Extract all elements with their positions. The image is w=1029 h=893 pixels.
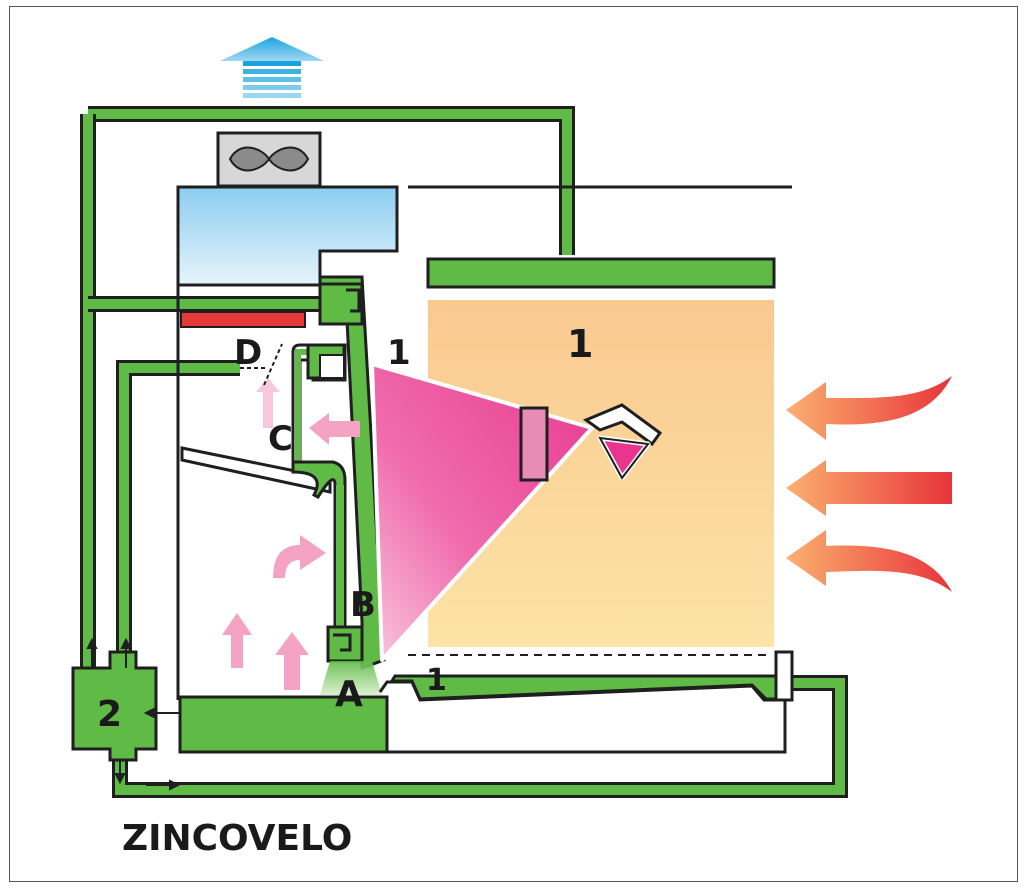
workpiece-icon <box>519 406 549 482</box>
curtain-head <box>318 275 386 671</box>
lower-channel <box>334 485 346 629</box>
fan-icon <box>216 131 322 188</box>
floor-grating <box>389 674 782 701</box>
label-zone-1-booth: 1 <box>567 322 593 366</box>
exhaust-arrow-icon <box>220 37 324 98</box>
diagram-title: ZINCOVELO <box>122 818 353 859</box>
baffle-plate <box>180 446 332 494</box>
label-B: B <box>350 585 376 625</box>
exhaust-plenum <box>176 185 399 287</box>
return-duct <box>80 106 848 798</box>
spray-gun-icon <box>582 403 663 481</box>
label-A: A <box>335 674 363 715</box>
label-zone-1-floor: 1 <box>426 663 447 698</box>
label-C: C <box>268 419 293 459</box>
label-D: D <box>234 333 262 373</box>
water-curtain <box>320 661 382 695</box>
inner-channel <box>291 343 347 468</box>
label-unit-2: 2 <box>97 694 122 735</box>
pipe-D-marker <box>240 343 283 386</box>
filter <box>180 311 306 328</box>
flow-arrows <box>86 637 181 791</box>
booth-ceiling <box>426 257 776 289</box>
airflow-arrow-icon <box>222 378 360 690</box>
unit-2 <box>71 650 158 762</box>
figure-frame <box>9 6 1018 882</box>
incoming-air-arrow-icon <box>786 376 952 592</box>
nozzle-A <box>326 625 364 663</box>
label-zone-1-curtain: 1 <box>387 333 411 373</box>
floor-post <box>774 650 794 702</box>
